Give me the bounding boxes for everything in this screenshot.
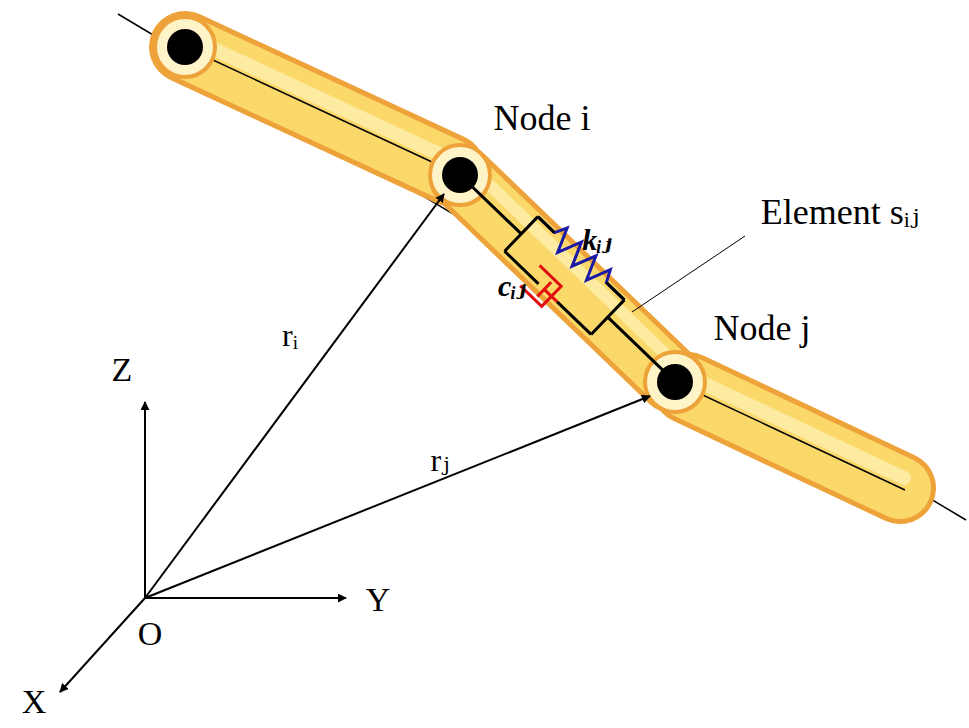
leader-line [632,236,745,312]
node-label: Node i [494,100,591,136]
rope-segments [185,38,905,490]
origin-label: O [138,617,163,651]
node-label: Node j [714,310,811,346]
spring-symbol [530,208,633,309]
vector-label: rⱼ [430,444,449,476]
axis-label: X [22,685,47,719]
axes [60,194,650,692]
axis-label: Z [112,353,133,387]
position-vector [145,396,650,598]
axis-label: Y [366,583,391,617]
spring-damper [434,149,700,409]
element-label: Element sᵢⱼ [761,194,919,230]
stiffness-label: kᵢⱼ [582,225,612,255]
rope-axis [118,14,966,520]
vector-label: rᵢ [282,319,298,351]
damping-label: cᵢⱼ [498,271,526,301]
